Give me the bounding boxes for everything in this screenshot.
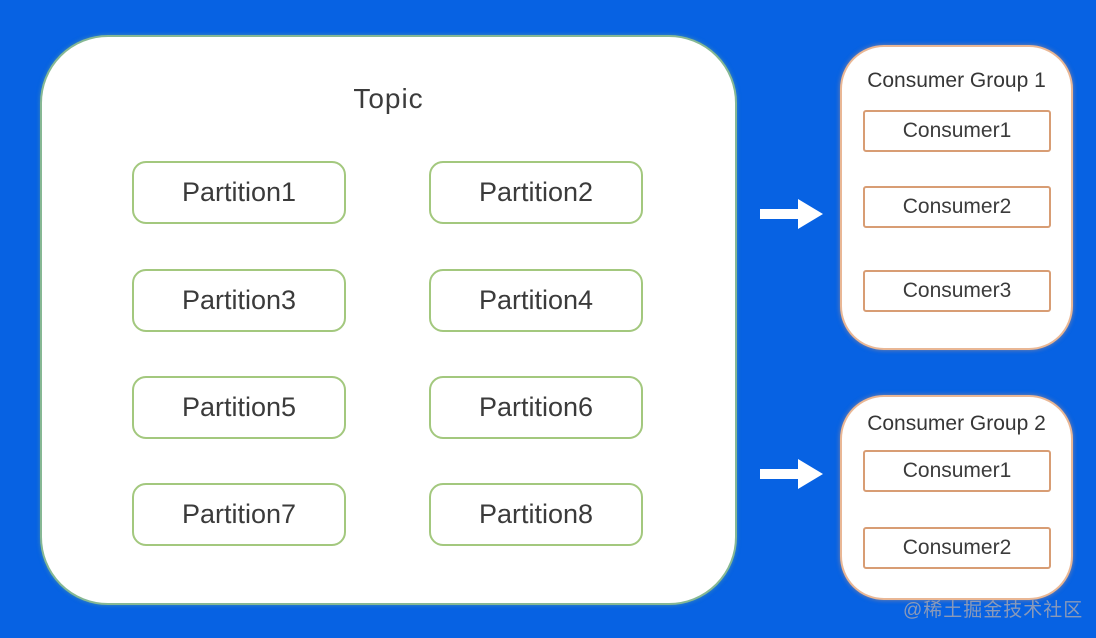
partition-box-5: Partition5 [132,376,346,439]
consumer-group-1-title: Consumer Group 1 [867,69,1046,92]
consumer-group-2-title: Consumer Group 2 [867,412,1046,435]
topic-title: Topic [353,83,424,114]
consumer-box: Consumer2 [863,186,1051,228]
consumer-box: Consumer1 [863,110,1051,152]
partition-box-8: Partition8 [429,483,643,546]
partition-box-7: Partition7 [132,483,346,546]
consumer-group-1-container: Consumer Group 1 Consumer1 Consumer2 Con… [840,45,1073,350]
consumer-group-2-container: Consumer Group 2 Consumer1 Consumer2 [840,395,1073,600]
partition-box-2: Partition2 [429,161,643,224]
partition-box-4: Partition4 [429,269,643,332]
arrow-right-icon [760,459,823,489]
partition-box-3: Partition3 [132,269,346,332]
arrow-right-icon [760,199,823,229]
consumer-box: Consumer2 [863,527,1051,569]
consumer-box: Consumer1 [863,450,1051,492]
consumer-box: Consumer3 [863,270,1051,312]
partition-box-1: Partition1 [132,161,346,224]
partition-box-6: Partition6 [429,376,643,439]
watermark: @稀土掘金技术社区 [903,600,1084,621]
topic-container: Topic Partition1 Partition2 Partition3 P… [40,35,737,605]
